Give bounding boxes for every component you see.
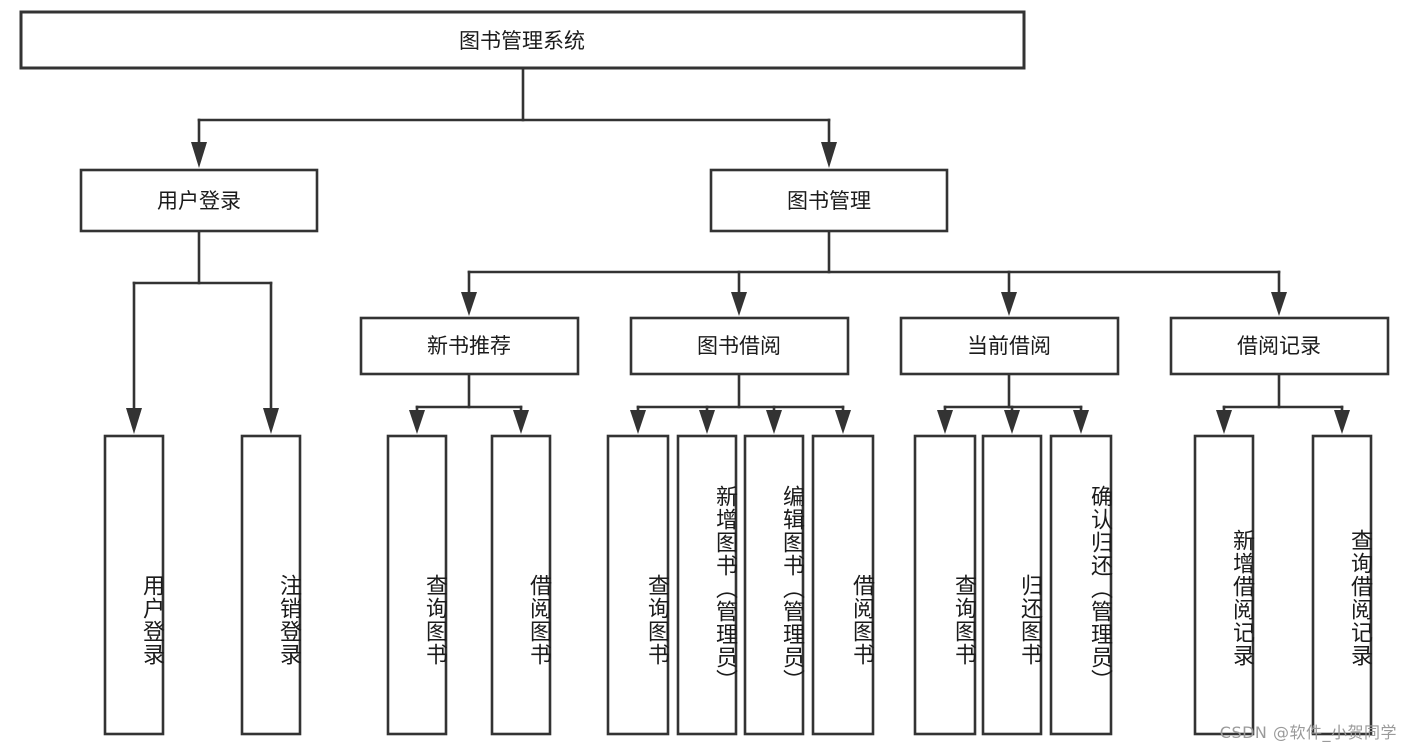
node-current-borrow-label: 当前借阅 (967, 334, 1051, 358)
leaf-box-confirm-return[interactable] (1049, 434, 1113, 736)
node-new-book-rec-box[interactable] (359, 316, 580, 376)
node-borrow-record-label: 借阅记录 (1237, 334, 1321, 358)
node-user-login-box[interactable] (79, 168, 319, 233)
arrow-head-leaf-return-book (1004, 410, 1020, 434)
node-book-manage-label: 图书管理 (787, 189, 871, 213)
leaf-box-query-record[interactable] (1311, 434, 1373, 736)
leaf-box-add-record[interactable] (1193, 434, 1255, 736)
node-borrow-record-box[interactable] (1169, 316, 1390, 376)
node-current-borrow[interactable]: 当前借阅 (899, 316, 1120, 376)
leaf-box-query-book-1[interactable] (386, 434, 448, 736)
arrow-head-leaf-borrow-book-1 (513, 410, 529, 434)
arrow-head-book-borrow (731, 292, 747, 316)
arrow-head-leaf-add-record (1216, 410, 1232, 434)
leaf-box-query-book-3[interactable] (913, 434, 977, 736)
connector-group-userlogin (126, 229, 279, 434)
leaf-box-query-book-2[interactable] (606, 434, 670, 736)
arrow-head-leaf-user-login (126, 408, 142, 434)
node-book-borrow-label: 图书借阅 (697, 334, 781, 358)
arrow-head-leaf-add-book (699, 410, 715, 434)
connector-group-bookmanage (461, 229, 1287, 316)
arrow-head-leaf-confirm-return (1073, 410, 1089, 434)
arrow-head-leaf-logout (263, 408, 279, 434)
node-user-login-label: 用户登录 (157, 189, 241, 213)
node-current-borrow-box[interactable] (899, 316, 1120, 376)
arrow-head-borrow-record (1271, 292, 1287, 316)
leaf-box-user-login[interactable] (103, 434, 165, 736)
node-book-manage[interactable]: 图书管理 (709, 168, 949, 233)
node-new-book-rec-label: 新书推荐 (427, 334, 511, 358)
arrow-head-leaf-borrow-book-2 (835, 410, 851, 434)
node-borrow-record[interactable]: 借阅记录 (1169, 316, 1390, 376)
connector-group-newbookrec (409, 372, 529, 434)
leaf-boxes (103, 434, 1373, 736)
arrow-head-leaf-query-book-3 (937, 410, 953, 434)
node-root-box[interactable] (19, 10, 1026, 70)
node-user-login[interactable]: 用户登录 (79, 168, 319, 233)
leaf-box-return-book[interactable] (981, 434, 1043, 736)
connector-group-root (191, 66, 837, 168)
leaf-box-borrow-book-1[interactable] (490, 434, 552, 736)
arrow-head-leaf-query-record (1334, 410, 1350, 434)
arrow-head-new-book-rec (461, 292, 477, 316)
leaf-box-edit-book[interactable] (743, 434, 805, 736)
csdn-watermark: CSDN @软件_小贺同学 (1219, 723, 1397, 742)
node-root[interactable]: 图书管理系统 (19, 10, 1026, 70)
arrow-head-userlogin (191, 142, 207, 168)
connector-group-bookborrow (630, 372, 851, 434)
connector-group-borrowrecord (1216, 372, 1350, 434)
arrow-head-leaf-query-book-1 (409, 410, 425, 434)
node-new-book-rec[interactable]: 新书推荐 (359, 316, 580, 376)
node-book-manage-box[interactable] (709, 168, 949, 233)
node-book-borrow-box[interactable] (629, 316, 850, 376)
arrow-head-leaf-edit-book (766, 410, 782, 434)
leaf-box-add-book[interactable] (676, 434, 738, 736)
arrow-head-bookmanage (821, 142, 837, 168)
connector-group-currentborrow (937, 372, 1089, 434)
arrow-head-leaf-query-book-2 (630, 410, 646, 434)
node-root-label: 图书管理系统 (459, 29, 585, 53)
leaf-box-logout[interactable] (240, 434, 302, 736)
arrow-head-current-borrow (1001, 292, 1017, 316)
leaf-box-borrow-book-2[interactable] (811, 434, 875, 736)
node-book-borrow[interactable]: 图书借阅 (629, 316, 850, 376)
